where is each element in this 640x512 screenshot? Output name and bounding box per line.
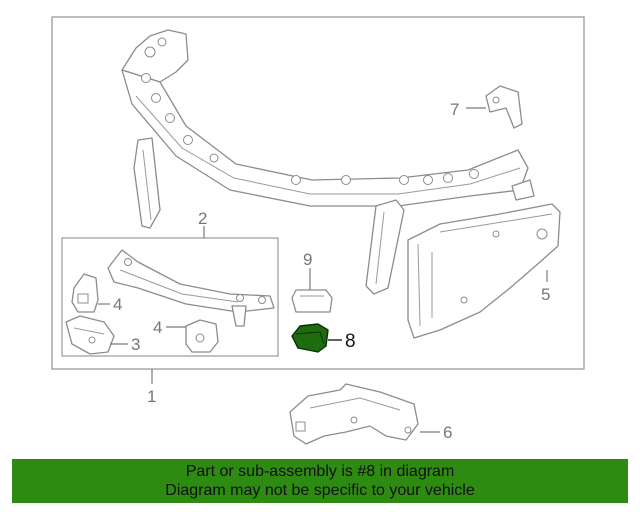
callout-5: 5 <box>541 285 550 304</box>
mount-part-9 <box>291 289 333 313</box>
parts-diagram: 1 2 3 4 4 5 6 7 8 9 <box>51 16 585 445</box>
bracket-part-3 <box>65 315 115 355</box>
banner-line-1: Part or sub-assembly is #8 in diagram <box>185 463 455 480</box>
bracket-part-7 <box>485 85 523 129</box>
lower-plate-part-6 <box>289 383 419 445</box>
callout-4-left: 4 <box>113 295 122 314</box>
callout-9: 9 <box>303 250 312 269</box>
info-banner: Part or sub-assembly is #8 in diagram Di… <box>12 459 628 503</box>
callout-7: 7 <box>450 100 459 119</box>
callout-1: 1 <box>147 387 156 406</box>
radiator-support-tie-bar <box>121 29 535 295</box>
callout-8: 8 <box>345 331 356 352</box>
tie-bar-part-2 <box>107 249 275 327</box>
callout-3: 3 <box>131 335 140 354</box>
callout-4-right: 4 <box>153 318 162 337</box>
bracket-part-4-right <box>185 319 219 353</box>
banner-line-2: Diagram may not be specific to your vehi… <box>165 482 475 499</box>
bracket-part-4-left <box>71 273 99 313</box>
callout-2: 2 <box>198 209 207 228</box>
air-baffle-part-5 <box>407 203 561 339</box>
highlighted-part-8 <box>291 323 329 353</box>
callout-6: 6 <box>443 423 452 442</box>
